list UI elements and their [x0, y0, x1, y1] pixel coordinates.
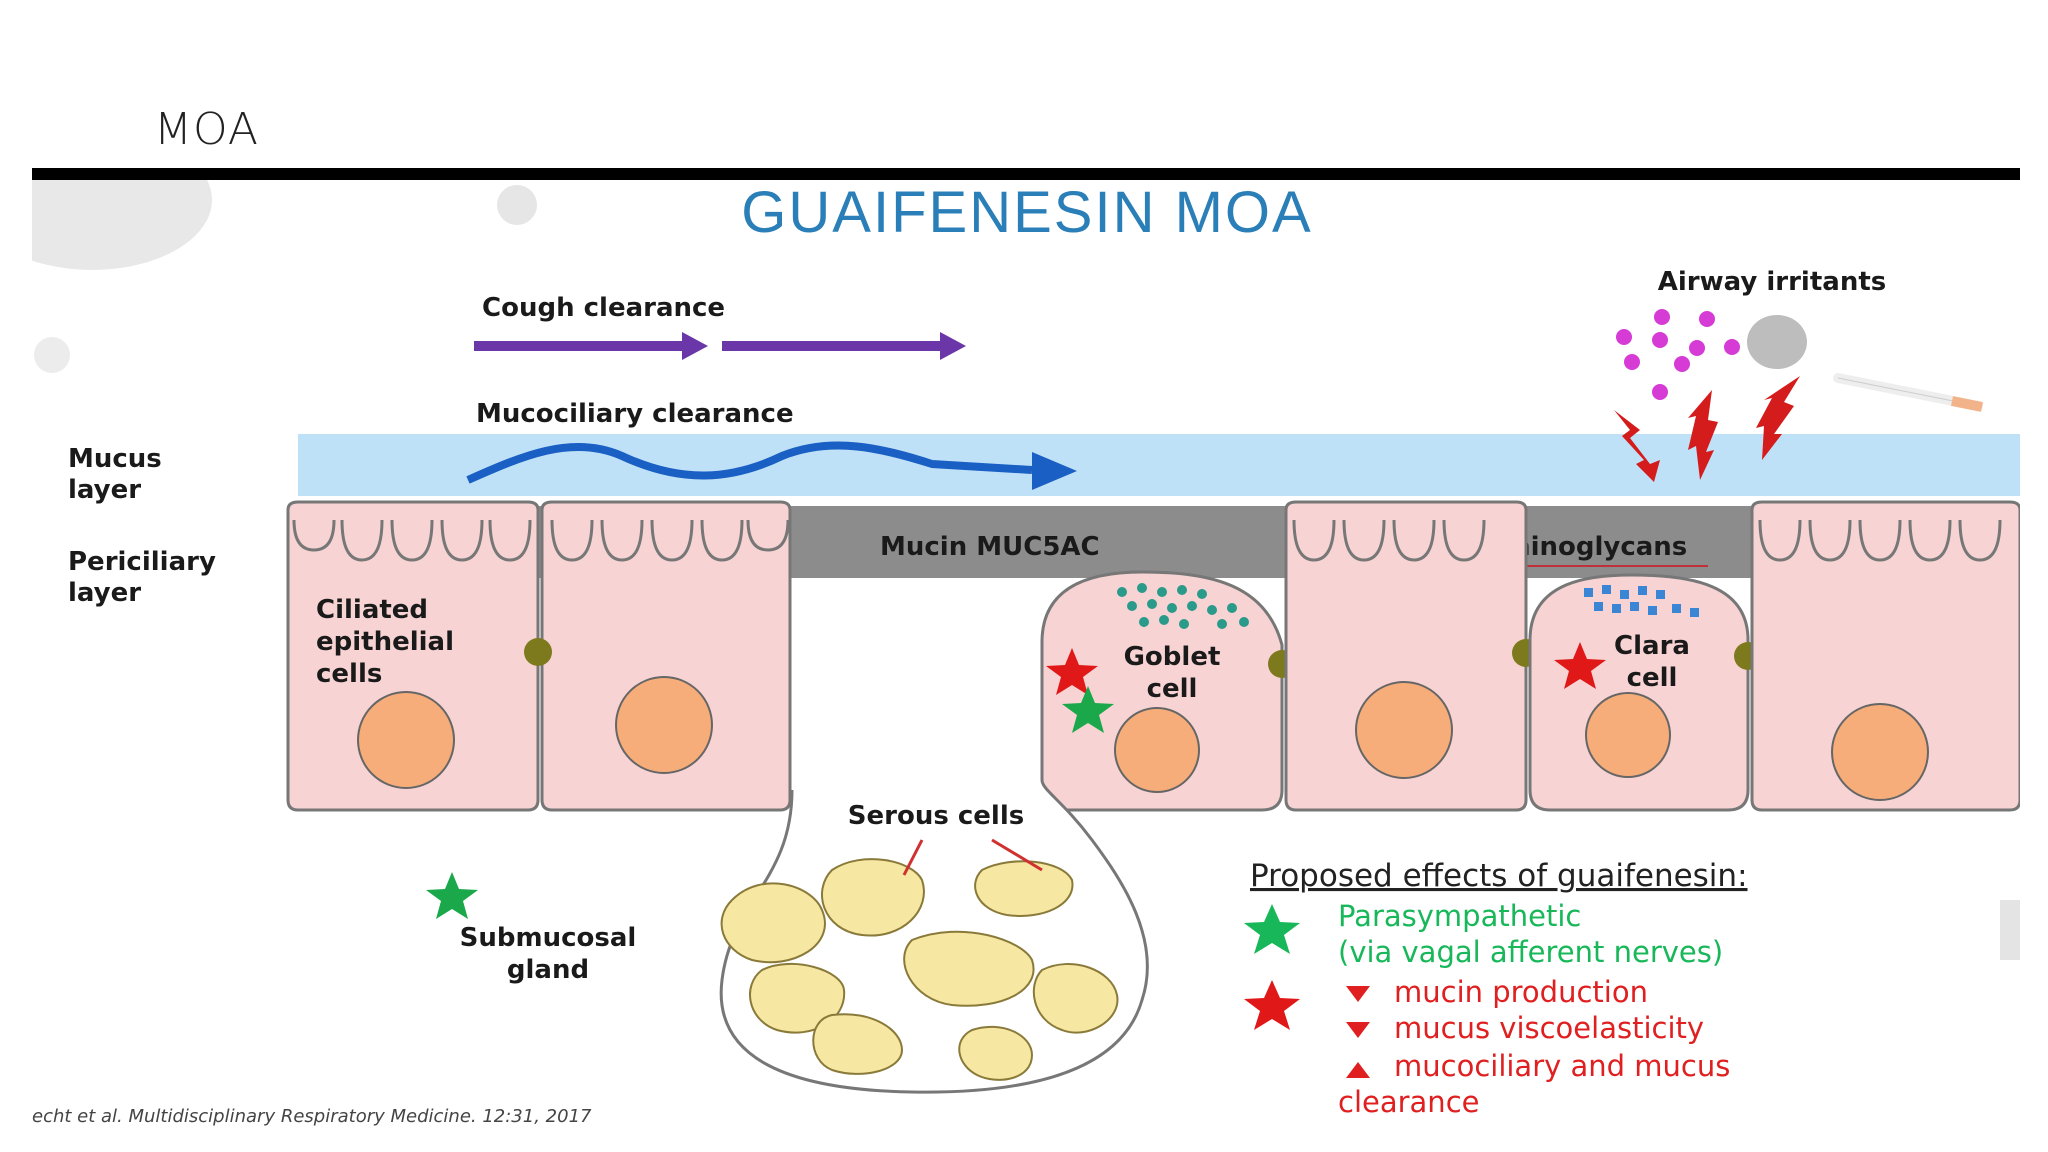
bubble-decoration	[32, 180, 212, 270]
svg-text:cells: cells	[316, 659, 382, 689]
smoke-cloud	[1747, 315, 1807, 369]
mucus-layer-label: Mucus layer	[68, 444, 162, 505]
edge-decoration	[2000, 900, 2020, 960]
red-star-icon	[1554, 642, 1606, 689]
mucociliary-wave-arrow	[466, 441, 1033, 484]
wave-arrowhead	[1032, 452, 1077, 490]
clara-cell	[1528, 573, 1750, 812]
effects-legend: Proposed effects of guaifenesin: Parasym…	[1244, 858, 1748, 1119]
irritant-particles	[1616, 309, 1740, 400]
bubble-decoration	[34, 337, 70, 373]
title-rule	[32, 168, 2020, 180]
svg-text:gland: gland	[507, 955, 589, 985]
irritant-bolts	[1614, 376, 1800, 482]
goblet-cell-label: Goblet cell	[1124, 642, 1221, 704]
clara-cell-label: Clara cell	[1614, 631, 1690, 693]
submucosal-gland-label: Submucosal gland	[460, 923, 637, 985]
cigarette-icon	[1833, 373, 1983, 412]
svg-text:Submucosal: Submucosal	[460, 923, 637, 953]
serous-pointers	[902, 838, 1043, 876]
cough-clearance-label: Cough clearance	[482, 293, 725, 323]
legend-parasympathetic: Parasympathetic	[1338, 899, 1581, 933]
cell-junction	[524, 638, 552, 666]
legend-mucin-production: mucin production	[1394, 975, 1648, 1009]
svg-text:layer: layer	[68, 475, 141, 505]
slide-title: MOA	[154, 104, 259, 155]
ciliated-cell	[1284, 500, 1528, 812]
guaifenesin-diagram: GUAIFENESIN MOA Cough clearance Mucocili…	[32, 180, 2020, 1127]
legend-heading: Proposed effects of guaifenesin:	[1250, 858, 1748, 894]
ciliated-cell	[286, 500, 540, 812]
down-triangle-icon	[1346, 1022, 1370, 1038]
legend-clearance-1: mucociliary and mucus	[1394, 1049, 1730, 1083]
red-star-icon	[1046, 648, 1098, 695]
legend-clearance-2: clearance	[1338, 1085, 1479, 1119]
mucociliary-clearance-label: Mucociliary clearance	[476, 399, 794, 429]
svg-text:Clara: Clara	[1614, 631, 1690, 661]
mucus-layer	[298, 434, 2020, 496]
legend-green-star-icon	[1244, 904, 1300, 954]
diagram-title: GUAIFENESIN MOA	[741, 180, 1312, 245]
green-star-icon	[426, 872, 478, 919]
mucin-label: Mucin MUC5AC	[880, 532, 1100, 562]
svg-text:epithelial: epithelial	[316, 627, 454, 657]
cough-clearance-arrows	[474, 332, 966, 360]
svg-text:Periciliary: Periciliary	[68, 547, 216, 577]
serous-cells-label: Serous cells	[848, 801, 1024, 831]
svg-text:layer: layer	[68, 578, 141, 608]
svg-text:cell: cell	[1147, 674, 1198, 704]
airway-irritants-label: Airway irritants	[1658, 267, 1886, 297]
citation: echt et al. Multidisciplinary Respirator…	[32, 1106, 592, 1127]
down-triangle-icon	[1346, 986, 1370, 1002]
ciliated-cells-label: Ciliated epithelial cells	[316, 595, 454, 689]
green-star-icon	[1062, 686, 1114, 733]
up-triangle-icon	[1346, 1062, 1370, 1078]
bubble-decoration	[497, 185, 537, 225]
legend-red-star-icon	[1244, 980, 1300, 1030]
ciliated-cell	[540, 500, 792, 812]
svg-text:cell: cell	[1627, 663, 1678, 693]
goblet-cell	[1040, 570, 1284, 812]
ciliated-cell	[1750, 500, 2020, 812]
svg-text:Mucus: Mucus	[68, 444, 162, 474]
legend-viscoelasticity: mucus viscoelasticity	[1394, 1011, 1704, 1045]
svg-text:Goblet: Goblet	[1124, 642, 1221, 672]
legend-vagal: (via vagal afferent nerves)	[1338, 935, 1723, 969]
svg-text:Ciliated: Ciliated	[316, 595, 428, 625]
periciliary-layer-label: Periciliary layer	[68, 547, 216, 608]
serous-cells	[720, 858, 1119, 1081]
